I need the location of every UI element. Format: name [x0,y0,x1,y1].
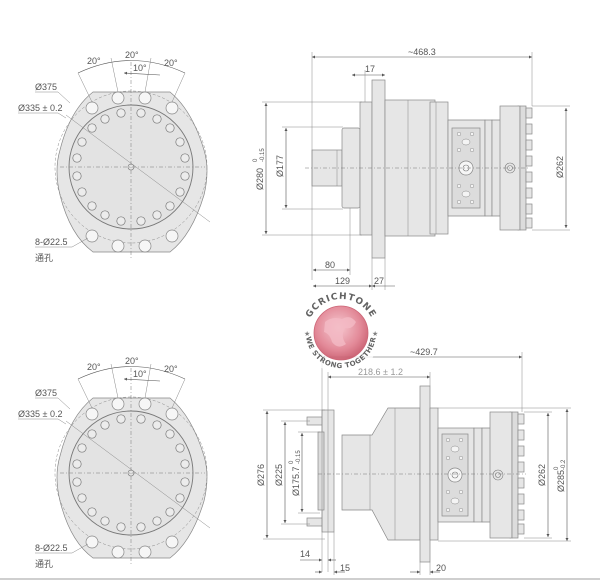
bottom-hub-pilot-label: Ø175.7 0 -0.15 [289,450,302,496]
top-mount-holes: 8-Ø22.5 [35,237,68,247]
top-angle-left: 20° [87,56,101,66]
bottom-hub-pilot-dia: Ø175.7 [291,466,301,496]
top-flange-thickness: 17 [365,64,375,74]
bottom-mount-holes: 8-Ø22.5 [35,543,68,553]
top-pilot-tol-lower: -0.15 [260,148,266,162]
bottom-outer-dia: Ø375 [35,388,57,398]
bottom-hub-pilot-tol-upper: 0 [289,460,295,464]
bottom-angle-center: 20° [125,356,139,366]
bottom-angle-left: 20° [87,362,101,372]
bottom-angle-small: 10° [133,369,147,379]
top-pitch-dia: Ø335 ± 0.2 [18,103,62,113]
top-flange-offset: 27 [374,276,384,286]
bottom-hub-thickness: 14 [300,549,310,559]
bottom-side-view [263,352,571,575]
bottom-hub-pilot-tol-lower: -0.15 [296,450,302,464]
bottom-angle-right: 20° [164,364,178,374]
bottom-hub-to-flange: 218.6 ± 1.2 [358,367,403,377]
bottom-bolt-pcd: Ø225 [274,464,284,486]
watermark-star-right-icon: ★ [372,330,378,338]
bottom-flange-dia: Ø285 [556,470,566,492]
bottom-pitch-dia: Ø335 ± 0.2 [18,409,62,419]
bottom-flange-tol-lower: -0.2 [561,459,567,470]
bottom-motor-dia: Ø262 [537,464,547,486]
top-hole-note: 通孔 [35,253,53,263]
watermark-star-left-icon: ★ [304,330,310,338]
bottom-flange-dia-label: Ø285 0 -0.2 [554,459,567,492]
top-angle-small: 10° [133,63,147,73]
top-pilot-dia: Ø280 [255,168,265,190]
top-motor-dia: Ø262 [555,156,565,178]
top-spigot-dia: Ø177 [275,155,285,177]
bottom-flange-tol-upper: 0 [554,466,560,470]
watermark-logo: GCRICHTONE WE STRONG TOGETHER ★ ★ [301,292,381,373]
top-to-flange: 129 [335,276,350,286]
top-pilot-tol-upper: 0 [253,158,259,162]
top-outer-dia: Ø375 [35,82,57,92]
top-side-view [262,52,570,290]
top-shaft-length: 80 [325,260,335,270]
top-overall-length: ~468.3 [408,47,436,57]
top-angle-right: 20° [164,58,178,68]
bottom-hub-outer-dia: Ø276 [256,464,266,486]
bottom-hub-offset: 15 [340,563,350,573]
bottom-rule [0,578,600,580]
top-angle-center: 20° [125,50,139,60]
bottom-overall-length: ~429.7 [410,347,438,357]
top-pilot-dia-label: Ø280 0 -0.15 [253,148,266,190]
bottom-flange-thickness: 20 [436,563,446,573]
bottom-hole-note: 通孔 [35,559,53,569]
